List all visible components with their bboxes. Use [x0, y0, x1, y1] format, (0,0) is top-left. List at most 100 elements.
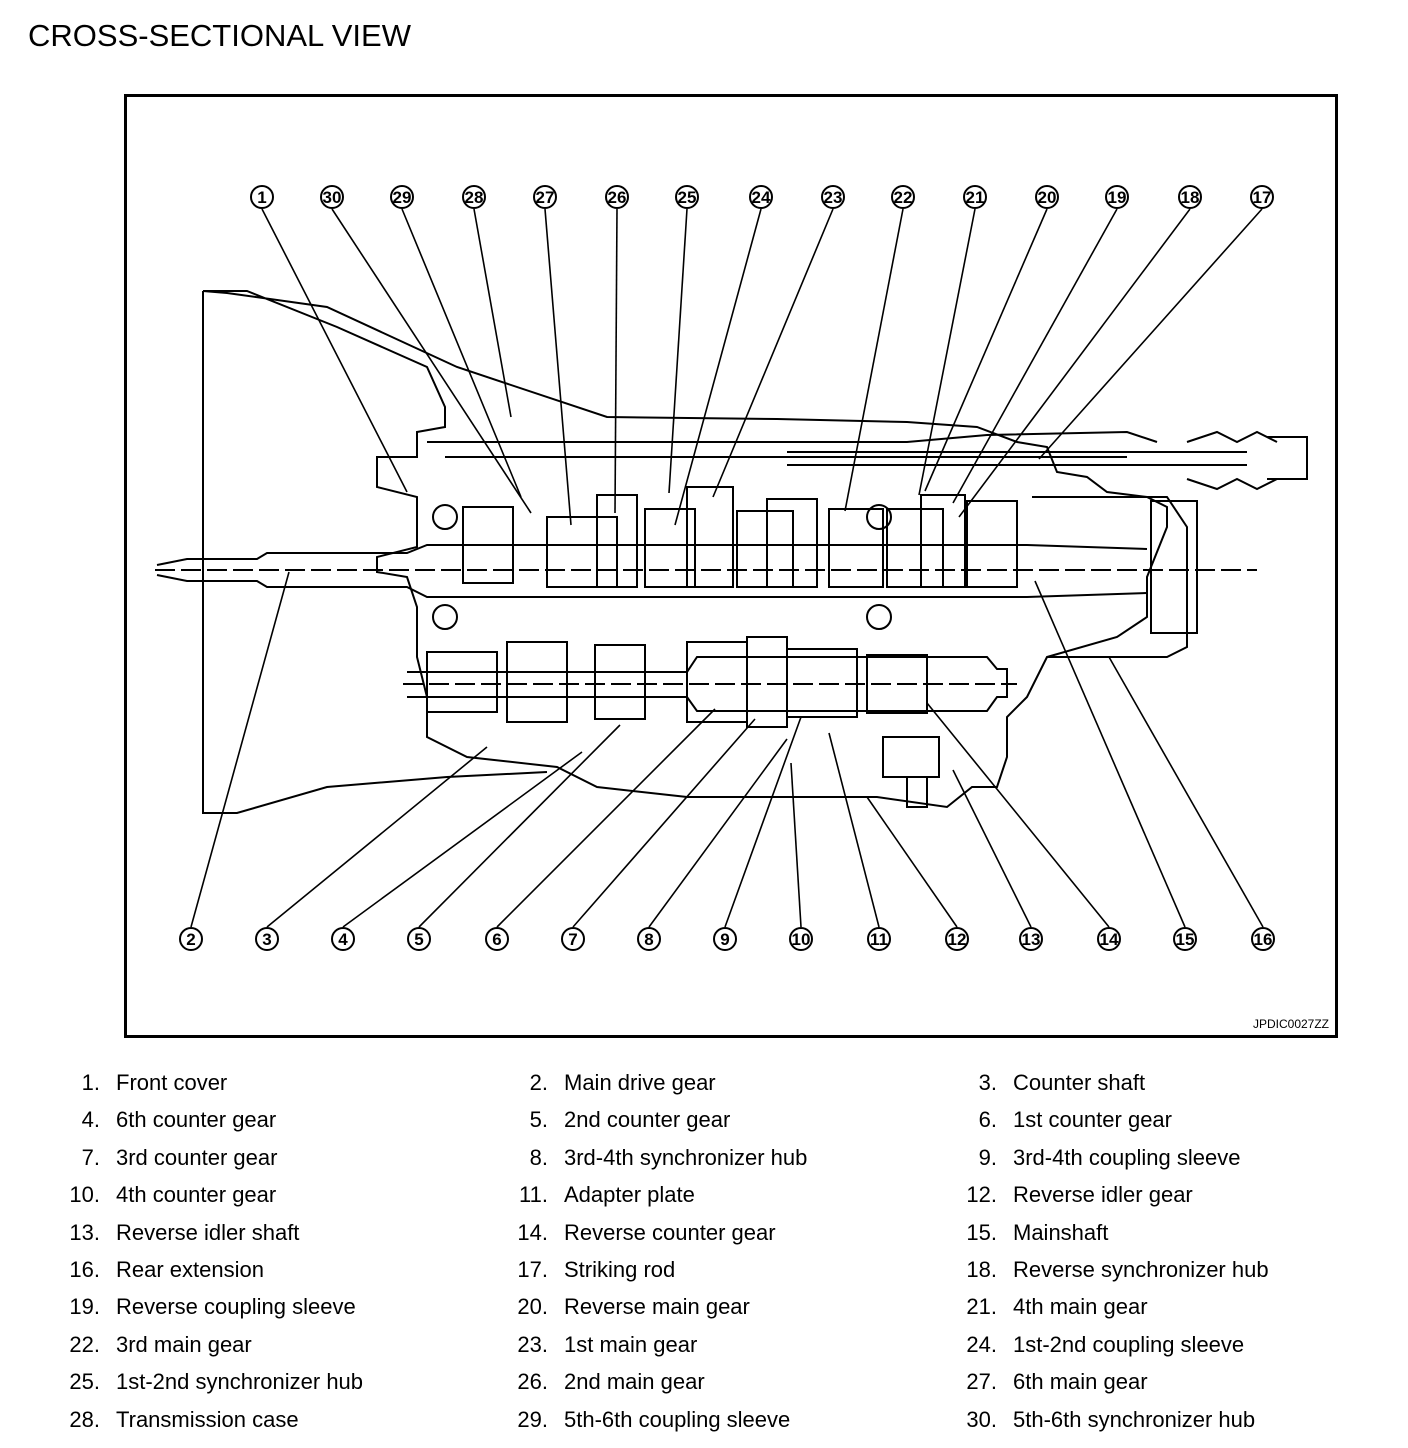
callout-9: 9 — [713, 927, 737, 951]
callout-24: 24 — [749, 185, 773, 209]
leader-line-24 — [674, 208, 762, 526]
leader-line-8 — [648, 738, 788, 928]
legend-label: Adapter plate — [564, 1182, 695, 1208]
callout-11: 11 — [867, 927, 891, 951]
legend-label: Counter shaft — [1013, 1070, 1146, 1095]
legend-number: 17. — [517, 1257, 548, 1282]
leader-line-12 — [866, 796, 958, 928]
leader-line-15 — [1034, 580, 1186, 928]
leader-line-6 — [496, 708, 716, 928]
leader-line-27 — [544, 208, 572, 526]
legend-label: Reverse coupling sleeve — [116, 1294, 356, 1320]
figure-code: JPDIC0027ZZ — [1252, 1017, 1329, 1031]
callout-12: 12 — [945, 927, 969, 951]
callout-number: 23 — [824, 188, 843, 207]
legend-number: 28. — [69, 1406, 100, 1432]
legend-label: 3rd counter gear — [116, 1144, 278, 1170]
legend-number: 2. — [529, 1070, 548, 1095]
legend-label: 6th main gear — [1013, 1369, 1148, 1395]
callout-4: 4 — [331, 927, 355, 951]
leader-line-2 — [190, 571, 290, 928]
leader-line-29 — [401, 208, 522, 498]
leader-line-25 — [668, 208, 688, 494]
callout-13: 13 — [1019, 927, 1043, 951]
callout-14: 14 — [1097, 927, 1121, 951]
callout-leader-lines — [190, 208, 1264, 928]
callout-number: 6 — [492, 930, 501, 949]
callout-26: 26 — [605, 185, 629, 209]
callout-5: 5 — [407, 927, 431, 951]
leader-line-3 — [266, 746, 488, 928]
callout-number: 29 — [393, 188, 412, 207]
callout-number: 5 — [414, 930, 423, 949]
leader-line-22 — [844, 208, 904, 512]
legend-label: 3rd-4th synchronizer hub — [564, 1144, 808, 1170]
leader-line-9 — [724, 716, 802, 928]
leader-line-11 — [828, 732, 880, 928]
legend-label: Rear extension — [116, 1257, 264, 1282]
leader-line-1 — [261, 208, 408, 493]
legend-number: 15. — [966, 1219, 997, 1245]
callout-20: 20 — [1035, 185, 1059, 209]
legend-number: 10. — [69, 1182, 100, 1208]
legend-number: 7. — [81, 1144, 100, 1170]
legend-number: 21. — [966, 1294, 997, 1320]
page-title: CROSS-SECTIONAL VIEW — [28, 18, 411, 53]
callout-number: 14 — [1100, 930, 1119, 949]
legend-label: 3rd main gear — [116, 1331, 252, 1357]
callout-16: 16 — [1251, 927, 1275, 951]
legend-number: 25. — [69, 1369, 100, 1395]
callout-number: 24 — [752, 188, 771, 207]
legend-label: Main drive gear — [564, 1070, 716, 1095]
legend-label: 1st-2nd coupling sleeve — [1013, 1331, 1245, 1357]
callout-number: 7 — [568, 930, 577, 949]
legend-label: Front cover — [116, 1070, 228, 1095]
callout-28: 28 — [462, 185, 486, 209]
callout-3: 3 — [255, 927, 279, 951]
legend-label: 5th-6th synchronizer hub — [1013, 1406, 1256, 1432]
legend-number: 11. — [519, 1182, 548, 1208]
callout-21: 21 — [963, 185, 987, 209]
legend-number: 8. — [529, 1144, 548, 1170]
leader-line-10 — [790, 762, 802, 928]
callout-10: 10 — [789, 927, 813, 951]
callout-number: 13 — [1022, 930, 1041, 949]
callout-25: 25 — [675, 185, 699, 209]
legend-label: Mainshaft — [1013, 1219, 1109, 1245]
legend-label: 3rd-4th coupling sleeve — [1013, 1144, 1241, 1170]
leader-line-28 — [473, 208, 512, 418]
legend-label: 2nd main gear — [564, 1369, 705, 1395]
callout-number: 27 — [536, 188, 555, 207]
leader-line-4 — [342, 751, 583, 928]
leader-line-17 — [1038, 208, 1263, 460]
callout-number: 11 — [870, 930, 888, 949]
callout-number: 15 — [1176, 930, 1195, 949]
legend-number: 23. — [517, 1331, 548, 1357]
callout-number: 22 — [894, 188, 913, 207]
callout-number: 30 — [323, 188, 342, 207]
legend-label: Reverse main gear — [564, 1294, 750, 1320]
transmission-housing-outline — [155, 290, 1308, 814]
legend-number: 27. — [966, 1369, 997, 1395]
legend-label: 4th counter gear — [116, 1182, 277, 1208]
leader-line-19 — [952, 208, 1118, 504]
legend-label: Transmission case — [116, 1406, 299, 1432]
leader-line-18 — [958, 208, 1191, 518]
leader-line-14 — [926, 702, 1110, 928]
legend-number: 4. — [81, 1107, 100, 1133]
legend-number: 24. — [966, 1331, 997, 1357]
callout-number: 16 — [1254, 930, 1273, 949]
callout-18: 18 — [1178, 185, 1202, 209]
legend-label: 5th-6th coupling sleeve — [564, 1406, 791, 1432]
callout-number: 10 — [792, 930, 811, 949]
legend-label: Reverse idler gear — [1013, 1182, 1193, 1208]
legend-number: 14. — [517, 1219, 548, 1245]
legend-label: 1st-2nd synchronizer hub — [116, 1369, 364, 1395]
callout-number: 21 — [966, 188, 985, 207]
callout-number: 26 — [608, 188, 627, 207]
leader-line-21 — [918, 208, 976, 496]
legend-label: Reverse synchronizer hub — [1013, 1257, 1269, 1282]
